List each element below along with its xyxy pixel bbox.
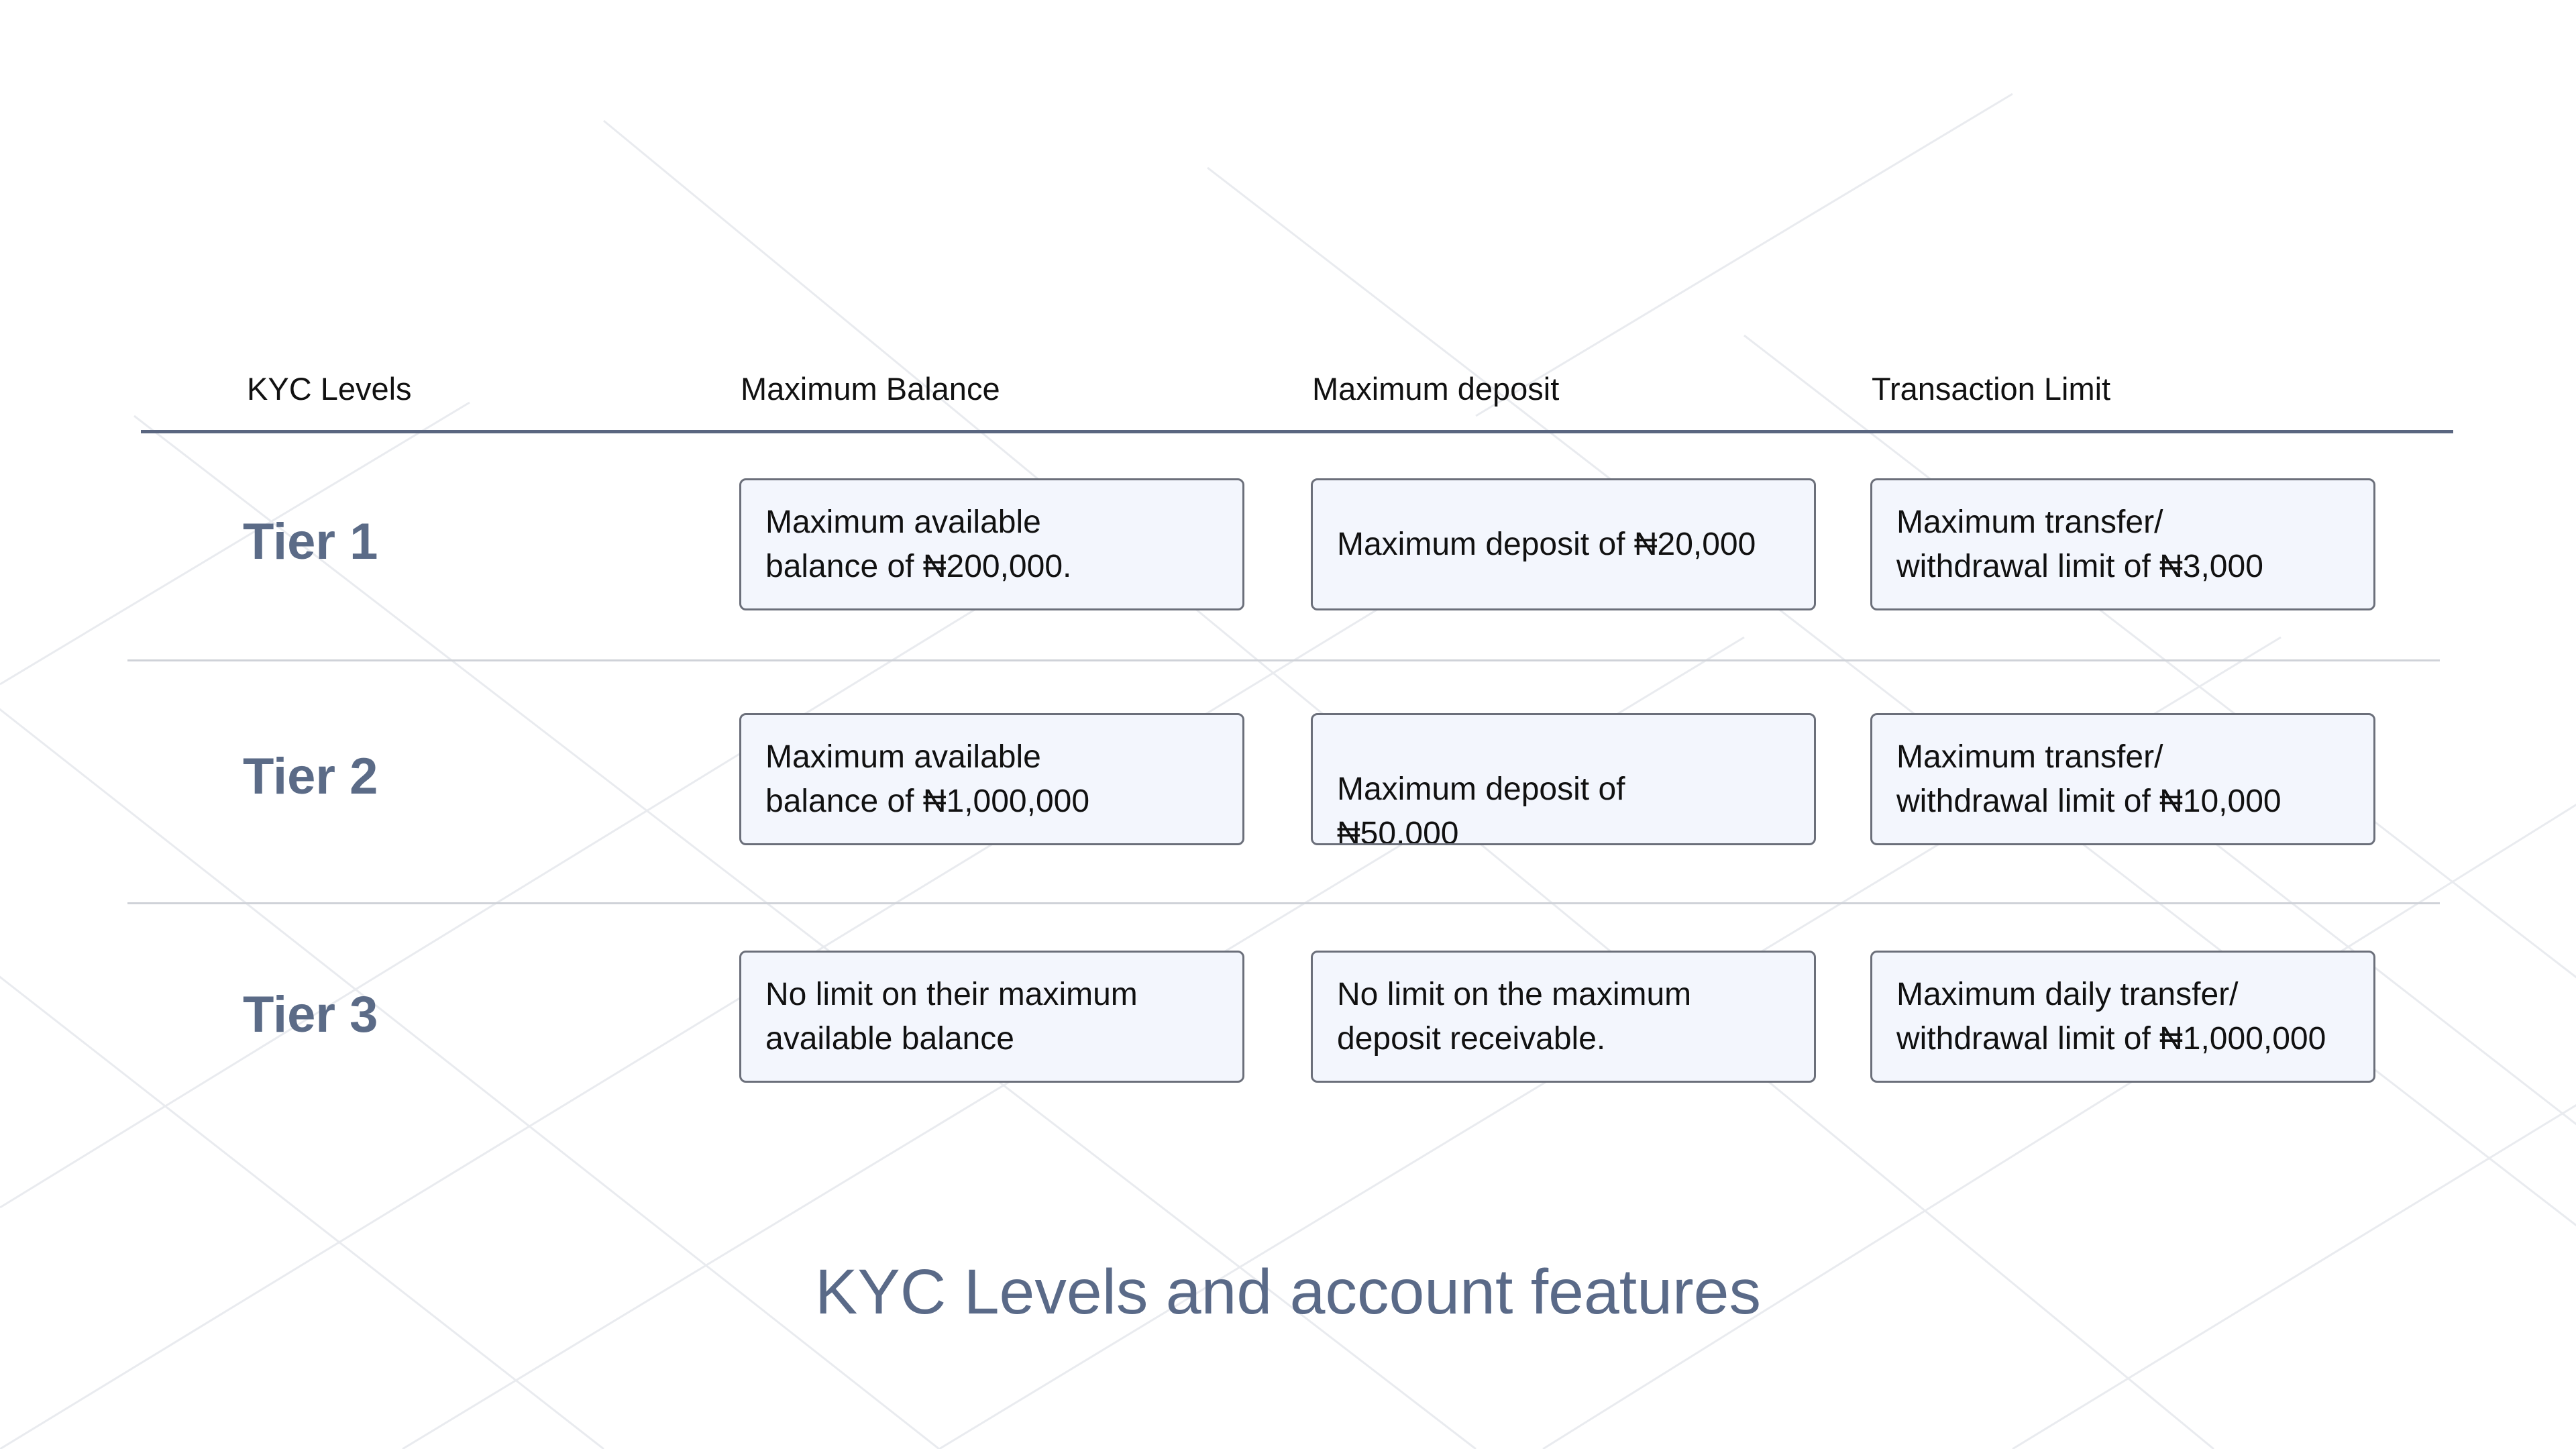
row-divider <box>127 902 2440 904</box>
tier-1-deposit-cell: Maximum deposit of ₦20,000 <box>1311 478 1816 610</box>
cell-line: balance of ₦200,000. <box>765 548 1072 584</box>
cell-line: withdrawal limit of ₦1,000,000 <box>1896 1020 2326 1057</box>
row-divider <box>127 659 2440 661</box>
cell-line: Maximum daily transfer/ <box>1896 976 2239 1012</box>
header-kyc-levels: KYC Levels <box>247 371 412 407</box>
cell-line: Maximum deposit of <box>1337 771 1625 807</box>
tier-2-balance-cell: Maximum available balance of ₦1,000,000 <box>739 713 1244 845</box>
tier-1-balance-cell: Maximum available balance of ₦200,000. <box>739 478 1244 610</box>
cell-line: Maximum available <box>765 504 1041 540</box>
cell-line: balance of ₦1,000,000 <box>765 783 1090 819</box>
tier-3-deposit-cell: No limit on the maximum deposit receivab… <box>1311 951 1816 1083</box>
cell-line: Maximum transfer/ <box>1896 739 2163 775</box>
tier-label: Tier 3 <box>243 986 378 1043</box>
tier-3-balance-cell: No limit on their maximum available bala… <box>739 951 1244 1083</box>
tier-label: Tier 2 <box>243 748 378 805</box>
cell-line: withdrawal limit of ₦3,000 <box>1896 548 2263 584</box>
cell-line: Maximum deposit of ₦20,000 <box>1337 526 1756 562</box>
tier-1-transaction-cell: Maximum transfer/ withdrawal limit of ₦3… <box>1870 478 2375 610</box>
tier-label: Tier 1 <box>243 513 378 570</box>
tier-2-deposit-cell: Maximum deposit of ₦50,000 <box>1311 713 1816 845</box>
header-maximum-balance: Maximum Balance <box>741 371 1000 407</box>
cell-line: withdrawal limit of ₦10,000 <box>1896 783 2282 819</box>
cell-line: No limit on their maximum <box>765 976 1138 1012</box>
cell-line: available balance <box>765 1020 1014 1057</box>
slide-caption: KYC Levels and account features <box>814 1256 1762 1328</box>
tier-3-transaction-cell: Maximum daily transfer/ withdrawal limit… <box>1870 951 2375 1083</box>
cell-line: Maximum available <box>765 739 1041 775</box>
header-divider <box>141 430 2453 433</box>
header-maximum-deposit: Maximum deposit <box>1312 371 1560 407</box>
cell-line: No limit on the maximum <box>1337 976 1692 1012</box>
cell-line: deposit receivable. <box>1337 1020 1606 1057</box>
tier-2-transaction-cell: Maximum transfer/ withdrawal limit of ₦1… <box>1870 713 2375 845</box>
cell-line: Maximum transfer/ <box>1896 504 2163 540</box>
header-transaction-limit: Transaction Limit <box>1872 371 2111 407</box>
cell-line: ₦50,000 <box>1337 816 1459 845</box>
